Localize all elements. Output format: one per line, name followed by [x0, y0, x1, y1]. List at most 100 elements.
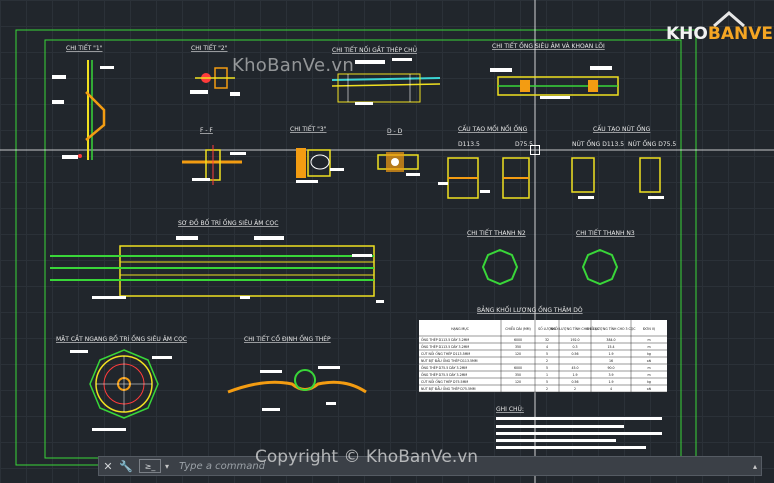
logo-text: KHOBANVE	[666, 24, 773, 44]
bar-n2-octagon	[481, 248, 519, 286]
watermark-text: KhoBanVe.vn	[232, 55, 355, 76]
command-prompt-icon[interactable]: ≥_	[139, 459, 161, 473]
table-header-cell: KHỐI LƯỢNG TÍNH CHO 1 CỌC	[550, 326, 600, 331]
table-cell: ỐNG THÉP D75.5 DÀY 3.2MM	[421, 372, 467, 377]
table-cell: CÚT NỐI ỐNG THÉP D113.5MM	[421, 351, 470, 356]
chevron-up-icon[interactable]: ▴	[752, 461, 757, 471]
table-cell: ỐNG THÉP D75.5 DÀY 3.2MM	[421, 365, 467, 370]
table-cell: 32	[545, 338, 549, 342]
table-cell: 15.4	[607, 345, 614, 349]
note-lines	[496, 417, 662, 449]
table-cell: cái	[647, 387, 652, 391]
label-d1135: D113.5	[458, 141, 480, 148]
detail-3-drawing	[296, 148, 344, 183]
site-logo: KHOBANVE	[666, 10, 773, 50]
table-title: BẢNG KHỐI LƯỢNG ỐNG THĂM DÒ	[477, 306, 583, 314]
table-cell: 5	[546, 352, 548, 356]
table-cell: 120	[515, 380, 521, 384]
table-cell: 5	[546, 380, 548, 384]
title-section-dd: D - D	[387, 128, 403, 135]
table-cell: NÚT BỊT ĐẦU ỐNG THÉP D113.5MM	[421, 358, 478, 363]
command-line-bar[interactable]: ✕ 🔧 ≥_ ▾ ▴	[98, 456, 762, 476]
title-section-ff: F - F	[200, 127, 213, 134]
title-bar-n3: CHI TIẾT THANH N3	[576, 229, 635, 237]
title-pipe-joint: CẤU TẠO MỐI NỐI ỐNG	[458, 125, 528, 133]
label-cap-d1135: NÚT ỐNG D113.5	[572, 140, 624, 148]
table-cell: 350	[515, 345, 521, 349]
table-header-cell: ĐƠN VỊ	[643, 327, 655, 331]
table-header-cell: SỐ LƯỢNG	[538, 326, 556, 331]
table-header-cell: KHỐI LƯỢNG TÍNH CHO 3 CỌC	[586, 326, 636, 331]
table-cell: 3.9	[608, 373, 613, 377]
pile-layout-drawing	[50, 236, 384, 303]
logo-text-kho: KHO	[666, 24, 708, 44]
table-cell: 4	[546, 345, 548, 349]
cross-section-drawing	[70, 349, 172, 431]
table-cell: ỐNG THÉP D113.5 DÀY 3.2MM	[421, 337, 469, 342]
note-title: GHI CHÚ:	[496, 406, 524, 413]
title-detail-1: CHI TIẾT "1"	[66, 44, 103, 52]
title-detail-2: CHI TIẾT "2"	[191, 44, 228, 52]
pipe-joint-drawings	[438, 157, 664, 199]
detail-pipe-drawing	[490, 66, 619, 99]
table-cell: m	[647, 366, 650, 370]
table-cell: 0.3	[572, 345, 577, 349]
table-cell: 384.0	[606, 338, 615, 342]
table-cell: 0.56	[571, 352, 578, 356]
title-detail-joint: CHI TIẾT NỐI GẮT THÉP CHỦ	[332, 46, 417, 54]
table-cell: 1.9	[572, 373, 577, 377]
table-cell: 2	[546, 387, 548, 391]
chevron-down-icon[interactable]: ▾	[164, 461, 169, 471]
cursor-pickbox	[530, 145, 540, 155]
table-cell: CÚT NỐI ỐNG THÉP D75.5MM	[421, 379, 468, 384]
table-cell: m	[647, 345, 650, 349]
settings-icon[interactable]: 🔧	[119, 459, 133, 473]
table-cell: 350	[515, 373, 521, 377]
table-cell: 0.56	[571, 380, 578, 384]
fix-detail-drawing	[227, 366, 367, 411]
house-roof-icon	[713, 11, 745, 28]
label-cap-d755: NÚT ỐNG D75.5	[628, 140, 676, 148]
table-header-cell: HẠNG MỤC	[451, 327, 470, 331]
title-pile-layout: SƠ ĐỒ BỐ TRÍ ỐNG SIÊU ÂM CỌC	[178, 218, 278, 227]
bar-n3-octagon	[581, 248, 619, 286]
title-fix-detail: CHI TIẾT CỐ ĐỊNH ỐNG THÉP	[244, 335, 331, 343]
close-icon[interactable]: ✕	[103, 459, 113, 473]
table-cell: 2	[546, 359, 548, 363]
table-cell: ỐNG THÉP D113.5 DÀY 3.2MM	[421, 344, 469, 349]
table-cell: 5	[546, 366, 548, 370]
detail-joint-drawing	[331, 58, 441, 105]
table-cell: 6000	[514, 366, 522, 370]
table-cell: 6000	[514, 338, 522, 342]
logo-text-banve: BANVE	[707, 24, 773, 44]
table-cell: NÚT BỊT ĐẦU ỐNG THÉP D75.5MM	[421, 386, 476, 391]
table-cell: 1.9	[608, 352, 613, 356]
table-cell: 90.0	[607, 366, 614, 370]
table-cell: 4	[610, 387, 612, 391]
table-cell: cái	[647, 359, 652, 363]
table-cell: 120	[515, 352, 521, 356]
command-input[interactable]	[177, 457, 749, 475]
table-cell: 2	[574, 387, 576, 391]
detail-1-drawing	[52, 60, 114, 160]
label-d755: D75.5	[515, 141, 533, 148]
table-cell: kg	[647, 352, 651, 356]
section-ff-drawing	[182, 145, 246, 185]
detail-2-drawing	[190, 67, 240, 96]
table-cell: 45.0	[571, 366, 578, 370]
table-header-cell: CHIỀU DÀI (MM)	[505, 326, 530, 331]
title-pipe-cap: CẤU TẠO NÚT ỐNG	[593, 125, 651, 133]
title-cross-section: MẶT CẮT NGANG BỐ TRÍ ỐNG SIÊU ÂM CỌC	[56, 335, 187, 343]
title-detail-3: CHI TIẾT "3"	[290, 125, 327, 133]
section-dd-drawing	[377, 152, 420, 176]
table-cell: 1	[546, 373, 548, 377]
title-bar-n2: CHI TIẾT THANH N2	[467, 229, 526, 237]
table-cell: m	[647, 338, 650, 342]
table-cell: kg	[647, 380, 651, 384]
table-cell: 192.0	[570, 338, 579, 342]
title-detail-pipe: CHI TIẾT ỐNG SIÊU ÂM VÀ KHOAN LÕI	[492, 42, 605, 50]
table-cell: m	[647, 373, 650, 377]
